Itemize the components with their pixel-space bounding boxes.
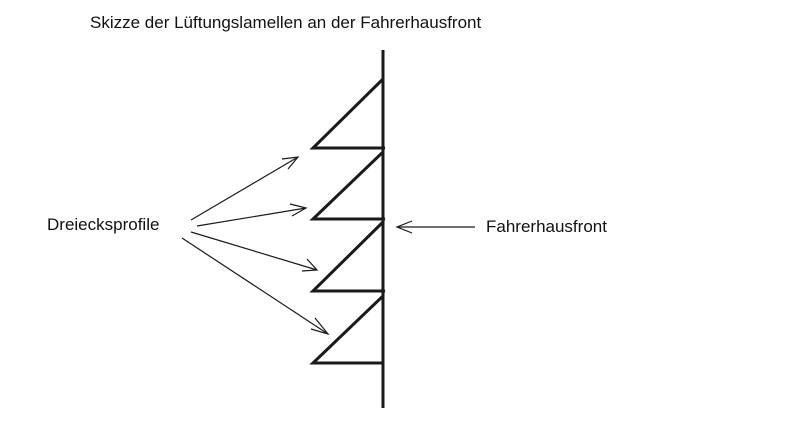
label-dreiecksprofile: Dreiecksprofile [47, 215, 160, 234]
diagram-title: Skizze der Lüftungslamellen an der Fahre… [90, 13, 482, 32]
triangle-profile-4 [309, 294, 385, 365]
triangle-profile-1 [309, 77, 385, 150]
arrow-profile-3 [190, 231, 319, 272]
triangle-profile-2 [309, 150, 385, 221]
arrow-fahrerhausfront [395, 220, 475, 234]
label-fahrerhausfront: Fahrerhausfront [486, 217, 607, 236]
arrow-profile-2 [196, 203, 308, 227]
arrow-profile-1 [190, 156, 300, 221]
triangle-profile-3 [309, 220, 385, 293]
arrow-profile-4 [181, 237, 330, 336]
